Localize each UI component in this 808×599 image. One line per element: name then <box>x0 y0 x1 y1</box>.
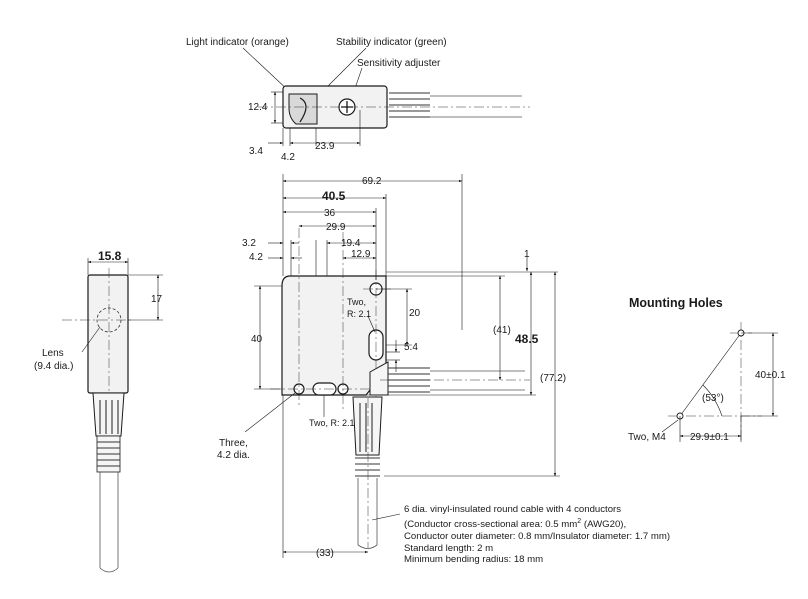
dim-40-mounting: 40±0.1 <box>755 370 786 381</box>
dim-33: (33) <box>316 548 334 559</box>
dim-23-9-top: 23.9 <box>315 141 335 152</box>
cable-note-line-2-post: (AWG20), <box>581 518 627 530</box>
two-m4-label: Two, M4 <box>628 432 666 443</box>
lens-icon <box>96 307 122 333</box>
two-r-label: Two, <box>347 297 366 307</box>
dim-4-2-front: 4.2 <box>249 252 263 263</box>
light-indicator-icon <box>288 93 318 125</box>
cable-specification-note: 6 dia. vinyl-insulated round cable with … <box>404 504 704 566</box>
dim-29-9: 29.9 <box>326 222 346 233</box>
dim-3-2: 3.2 <box>242 238 256 249</box>
dim-29-9-mounting: 29.9±0.1 <box>690 432 729 443</box>
cable-note-line-4: Standard length: 2 m <box>404 542 494 554</box>
mounting-holes-diagram: Mounting Holes (53°) 40±0.1 29.9±0.1 Two… <box>628 296 786 443</box>
side-view: 15.8 17 Lens (9.4 dia.) <box>34 249 163 573</box>
dim-5-4: 5.4 <box>404 342 418 353</box>
cable-connector-bottom <box>352 396 383 549</box>
cable-connector-top <box>389 92 522 118</box>
sensitivity-adjuster-label: Sensitivity adjuster <box>357 58 441 69</box>
dim-69-2: 69.2 <box>362 176 382 187</box>
three-holes-label: Three, <box>219 438 248 449</box>
dim-36: 36 <box>324 208 336 219</box>
dim-15-8: 15.8 <box>98 249 122 263</box>
light-indicator-label: Light indicator (orange) <box>186 37 289 48</box>
dim-41: (41) <box>493 325 511 336</box>
mounting-holes-title: Mounting Holes <box>629 296 723 310</box>
lens-label: Lens <box>42 348 64 359</box>
dim-20: 20 <box>409 308 421 319</box>
three-holes-diameter: 4.2 dia. <box>217 450 250 461</box>
dim-17: 17 <box>151 294 163 305</box>
lens-diameter-label: (9.4 dia.) <box>34 361 73 372</box>
dim-19-4: 19.4 <box>341 238 361 249</box>
cable-note-line-2-pre: (Conductor cross-sectional area: 0.5 mm <box>404 518 578 530</box>
dim-40-front: 40 <box>251 334 263 345</box>
dim-40-5: 40.5 <box>322 189 346 203</box>
two-r-value: R: 2.1 <box>347 309 371 319</box>
dim-48-5: 48.5 <box>515 332 539 346</box>
two-r-bottom-label: Two, R: 2.1 <box>309 418 355 428</box>
cable-connector-side <box>92 392 125 573</box>
dim-3-4-top: 3.4 <box>249 146 263 157</box>
dim-12-4: 12.4 <box>248 102 268 113</box>
stability-indicator-icon <box>299 97 307 123</box>
dim-1: 1 <box>524 249 530 260</box>
sensor-body-side <box>87 274 129 394</box>
stability-indicator-label: Stability indicator (green) <box>336 37 447 48</box>
cable-note-line-3: Conductor outer diameter: 0.8 mm/Insulat… <box>404 530 671 542</box>
top-view: Light indicator (orange) Stability indic… <box>186 37 530 163</box>
dim-12-9: 12.9 <box>351 249 371 260</box>
dim-77-2: (77.2) <box>540 373 566 384</box>
cable-connector-diagonal <box>369 361 525 396</box>
cable-note-line-5: Minimum bending radius: 18 mm <box>404 554 544 566</box>
cable-note-line-1: 6 dia. vinyl-insulated round cable with … <box>404 504 622 515</box>
cable-note-line-2: (Conductor cross-sectional area: 0.5 mm2… <box>404 516 704 531</box>
cable-note-line-2-sup: 2 <box>577 517 582 525</box>
angle-53: (53°) <box>702 393 724 404</box>
dim-4-2-top: 4.2 <box>281 152 295 163</box>
front-view: 69.2 40.5 36 29.9 3.2 19.4 4.2 12.9 1 20 <box>217 174 566 559</box>
